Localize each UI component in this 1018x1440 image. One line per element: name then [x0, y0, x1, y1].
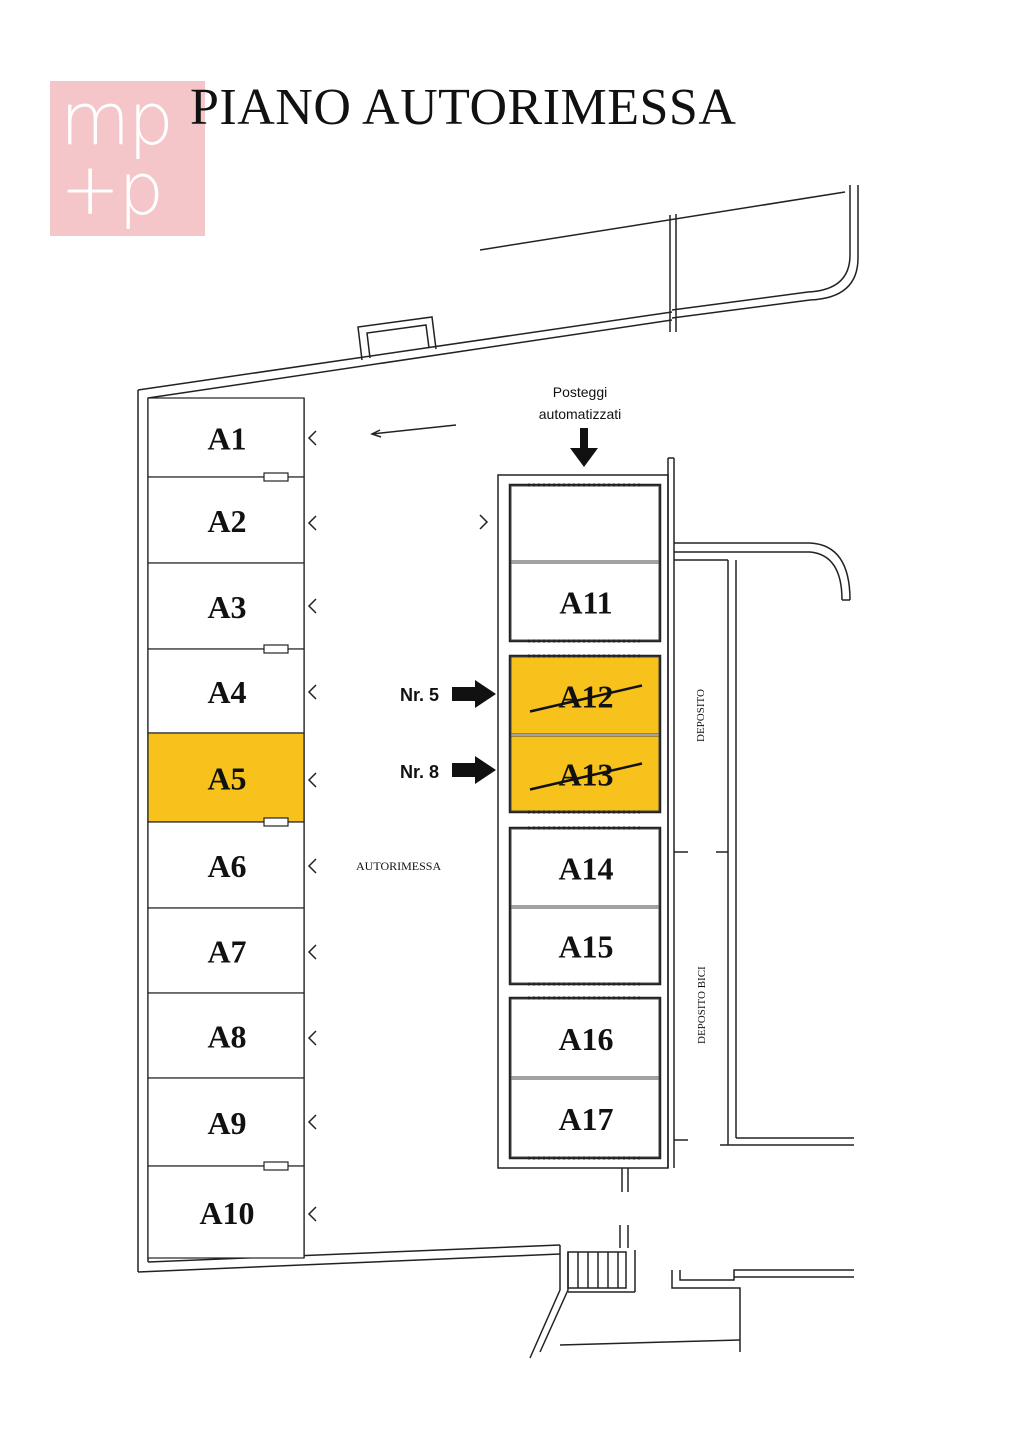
logo-line-2: +p: [60, 147, 164, 231]
right-arrow-icon: [452, 680, 496, 708]
space-outline: [510, 735, 660, 812]
direction-chevrons: [307, 430, 489, 1222]
space-label: A16: [558, 1021, 613, 1057]
door-mark: [263, 817, 289, 827]
parking-space-a10: A10: [147, 1165, 305, 1259]
autorimessa-label: AUTORIMESSA: [356, 859, 441, 873]
chevron-left-icon: [307, 598, 317, 614]
chevron-left-icon: [307, 944, 317, 960]
parking-space-a11: A11: [510, 562, 660, 641]
chevron-left-icon: [307, 1114, 317, 1130]
space-outline: [147, 1077, 305, 1167]
parking-space-a9: A9: [147, 1077, 305, 1167]
right-arrow-icon: [452, 756, 496, 784]
chevron-left-icon: [307, 1206, 317, 1222]
chevron-left-icon: [307, 430, 317, 446]
parking-space-a14: A14: [510, 828, 660, 907]
parking-space-a1: A1: [147, 397, 305, 478]
chevron-left-icon: [307, 515, 317, 531]
chevron-left-icon: [307, 1030, 317, 1046]
parking-space-a16: A16: [510, 998, 660, 1078]
strike-line: [529, 762, 643, 791]
parking-space-a4: A4: [147, 648, 305, 734]
door-mark: [263, 644, 289, 654]
parking-space-unlabeled: [510, 485, 660, 562]
space-outline: [510, 998, 660, 1078]
space-outline: [147, 992, 305, 1079]
door-mark: [263, 1161, 289, 1171]
deposito-bici-label: DEPOSITO BICI: [696, 966, 708, 1044]
parking-space-a5: A5: [147, 732, 305, 823]
space-label: A17: [558, 1101, 613, 1137]
space-label: A12: [558, 679, 613, 715]
space-label: A9: [207, 1105, 246, 1141]
chevron-left-icon: [307, 858, 317, 874]
parking-space-a13: A13: [510, 735, 660, 812]
space-outline: [510, 828, 660, 907]
space-outline: [147, 648, 305, 734]
space-label: A7: [207, 934, 246, 970]
parking-space-a6: A6: [147, 821, 305, 909]
parking-space-a12: A12: [510, 656, 660, 735]
parking-space-a2: A2: [147, 476, 305, 564]
strike-line: [529, 684, 643, 713]
door-mark: [263, 472, 289, 482]
space-label: A15: [558, 929, 613, 965]
space-outline: [510, 907, 660, 984]
space-label: A3: [207, 589, 246, 625]
parking-space-a7: A7: [147, 907, 305, 994]
space-label: A6: [207, 848, 246, 884]
chevron-left-icon: [307, 772, 317, 788]
space-label: A5: [207, 761, 246, 797]
logo-line-1: mp: [60, 81, 174, 161]
parking-space-a15: A15: [510, 907, 660, 984]
logo: mp +p: [50, 81, 205, 236]
space-outline: [147, 732, 305, 823]
space-label: A2: [207, 503, 246, 539]
chevron-left-icon: [307, 684, 317, 700]
parking-space-a3: A3: [147, 562, 305, 650]
space-outline: [510, 485, 660, 562]
automated-label-line-1: Posteggi: [553, 384, 607, 400]
space-label: A14: [558, 851, 613, 887]
chevron-right-icon: [479, 514, 489, 530]
parking-space-a8: A8: [147, 992, 305, 1079]
parking-space-a17: A17: [510, 1078, 660, 1158]
space-outline: [147, 1165, 305, 1259]
space-outline: [147, 397, 305, 478]
space-label: A8: [207, 1019, 246, 1055]
space-label: A10: [199, 1195, 254, 1231]
arrow-label-nr5: Nr. 5: [400, 685, 439, 705]
space-label: A13: [558, 757, 613, 793]
arrow-label-nr8: Nr. 8: [400, 762, 439, 782]
space-outline: [510, 562, 660, 641]
space-label: A11: [559, 585, 612, 621]
automated-label-line-2: automatizzati: [539, 406, 621, 422]
page-title: PIANO AUTORIMESSA: [190, 79, 737, 136]
down-arrow-icon: [570, 428, 598, 467]
space-label: A1: [207, 421, 246, 457]
space-label: A4: [207, 674, 246, 710]
deposito-label: DEPOSITO: [695, 689, 707, 742]
